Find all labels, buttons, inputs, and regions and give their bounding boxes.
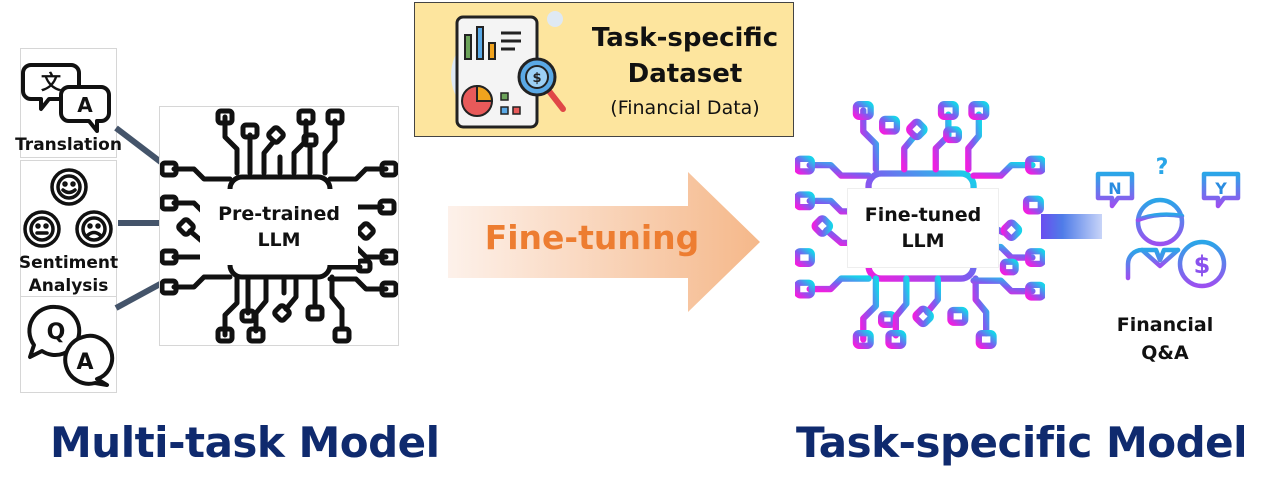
svg-text:A: A [77,93,93,117]
fine-tuning-arrow [448,172,760,312]
chip-circuit-icon [159,108,399,344]
sentiment-box: Sentiment Analysis [19,160,118,297]
dollar-sign: $ [1194,251,1211,279]
svg-text:A: A [76,350,93,375]
bubble-y-text: Y [1214,179,1227,198]
task-specific-model-caption: Task-specific Model [796,418,1248,467]
financial-qa-line1: Financial [1116,314,1214,336]
finetuned-line1: Fine-tuned [864,204,982,226]
finetuned-chip-icon [795,101,1045,349]
svg-text:文: 文 [41,70,62,94]
pretrained-line1: Pre-trained [218,203,340,225]
svg-text:$: $ [532,71,541,86]
financial-advisor-icon: N Y ? $ [1095,155,1241,289]
finetuned-line2: LLM [901,230,945,252]
connector-translation [114,125,164,166]
question-mark: ? [1156,155,1169,180]
finetuned-connector [1041,214,1102,239]
bubble-n-text: N [1108,179,1121,198]
dataset-box: $ Task-specific Dataset (Financial Data) [414,2,794,137]
finetuned-chip-label: Fine-tuned LLM [847,188,999,268]
pretrained-chip-label: Pre-trained LLM [200,189,358,265]
fine-tuning-label: Fine-tuning [484,218,700,257]
financial-qa-line2: Q&A [1141,342,1189,364]
dataset-title-line1: Task-specific [591,23,779,53]
qa-icon: Q A [27,304,115,387]
svg-text:Q: Q [47,320,66,345]
dataset-subtitle: (Financial Data) [610,97,760,119]
sentiment-label-line1: Sentiment [18,253,119,273]
sentiment-icon [23,168,113,248]
connector-qa [114,280,164,311]
translation-label: Translation [15,135,122,155]
pretrained-line2: LLM [257,229,301,251]
dataset-title-line2: Dataset [627,59,743,89]
qa-box: Q A [20,296,117,393]
sentiment-label-line2: Analysis [28,276,109,296]
translation-box: 文 A Translation [15,48,122,158]
financial-report-icon: $ [451,11,566,129]
task-connectors [114,125,164,311]
pretrained-chip-box: Pre-trained LLM [159,106,399,346]
translation-icon: 文 A [21,63,111,133]
multi-task-model-caption: Multi-task Model [50,418,440,467]
